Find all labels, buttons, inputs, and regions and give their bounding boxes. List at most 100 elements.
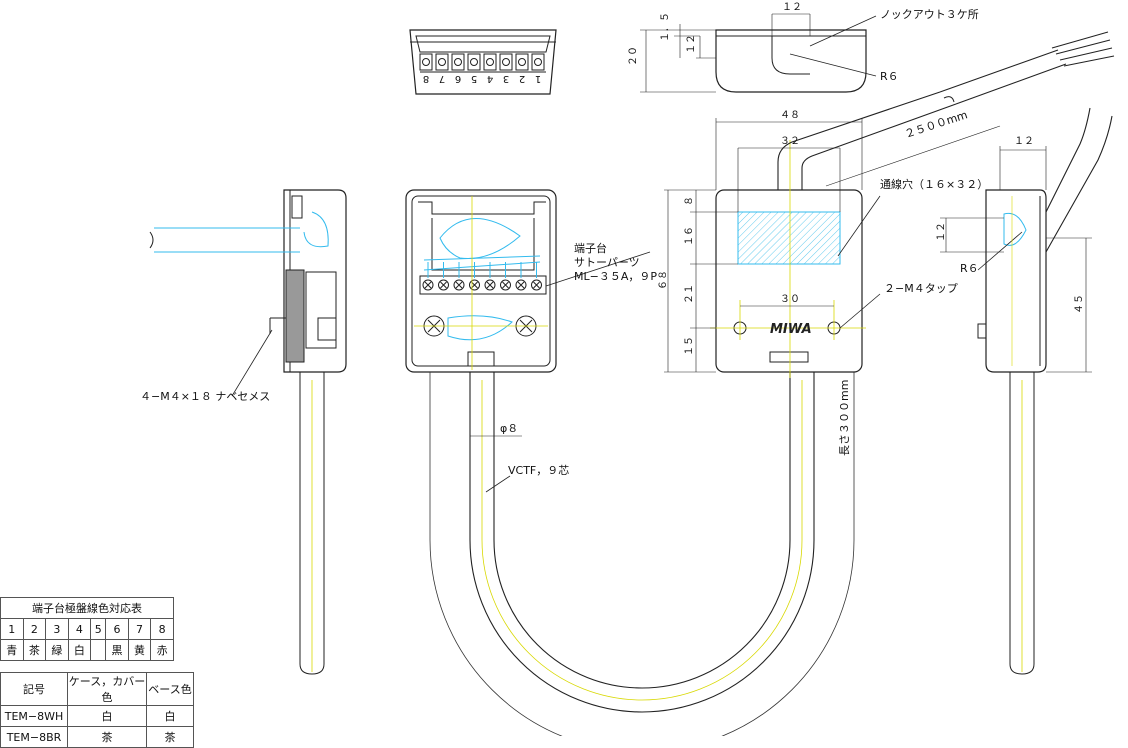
wire-color-cell: 青 (0, 639, 24, 661)
wire-number-cell: 6 (105, 618, 129, 640)
cable-label: VCTF，９芯 (508, 463, 569, 477)
terminal-number: 4 (487, 73, 493, 84)
screw-slot-icon (502, 281, 509, 289)
tap-label: ２−M４タップ (884, 282, 958, 295)
dim-21: ２１ (684, 284, 695, 304)
terminal-screw-icon (438, 279, 449, 291)
front-open-view (405, 189, 651, 373)
knockout-label: ノックアウト３ケ所 (880, 8, 979, 21)
terminal-screw-icon (422, 279, 434, 291)
model-header-row: 記号 ケース，カバー色 ベース色 (0, 672, 194, 706)
dim-8: ８ (684, 196, 695, 206)
terminal-screw-icon (453, 279, 465, 291)
dim-12-side-v: １２ (936, 222, 947, 242)
model-base-color: 茶 (146, 726, 194, 748)
table-row: TEM−8WH 白 白 (0, 705, 194, 727)
screw-label: ４−M４×１８ ナベセメス (140, 390, 270, 403)
model-case-color: 白 (67, 705, 147, 727)
dim-68: ６８ (658, 270, 669, 290)
wire-number-cell: 1 (0, 618, 24, 640)
miwa-logo: MIWA (770, 322, 812, 337)
dim-45: ４５ (1074, 294, 1085, 314)
model-base-color: 白 (146, 705, 194, 727)
dim-12-side: １２ (1014, 136, 1034, 147)
dim-20: ２０ (628, 46, 639, 66)
dim-15: １５ (684, 336, 695, 356)
terminal-number: 2 (519, 73, 525, 84)
knockout-detail (640, 13, 877, 93)
terminal-screw-icon (454, 58, 462, 66)
terminal-screw-icon (500, 279, 511, 291)
wire-table-title: 端子台極盤線色対応表 (0, 597, 174, 619)
left-side-view (149, 189, 347, 675)
dim-48: ４８ (780, 110, 800, 121)
model-case-color: 茶 (67, 726, 147, 748)
wire-color-cell: 緑 (45, 639, 69, 661)
wire-color-cell: 茶 (22, 639, 47, 661)
phi8-label: φ８ (500, 422, 518, 435)
model-header-code: 記号 (0, 672, 68, 706)
screw-slot-icon (440, 281, 447, 289)
terminal-screw-icon (484, 279, 496, 291)
wire-color-cell: 黒 (105, 639, 129, 661)
model-table: 記号 ケース，カバー色 ベース色 TEM−8WH 白 白 TEM−8BR 茶 茶 (0, 672, 194, 748)
dim-1-5: １．５ (660, 12, 671, 42)
table-row: TEM−8BR 茶 茶 (0, 726, 194, 748)
wire-number-cell: 8 (150, 618, 174, 640)
wire-color-row: 青茶緑白黒黄赤 (0, 639, 174, 661)
terminal-screw-icon (470, 58, 478, 66)
wire-number-cell: 4 (67, 618, 92, 640)
screw-slot-icon (471, 281, 478, 289)
terminal-block-label-3: ML−３５A，９P (574, 270, 657, 283)
wire-number-cell: 3 (45, 618, 69, 640)
length-300-label: 長さ３００mm (838, 380, 851, 456)
terminal-slot (451, 53, 465, 71)
length-2500-label: ２５００mm (903, 108, 969, 141)
annotations: ノックアウト３ケ所 R６ ２５００mm 通線穴（１６×３２） 端子台 サトーパー… (140, 2, 1085, 477)
model-header-case: ケース，カバー色 (67, 672, 147, 706)
dim-32: ３２ (780, 136, 800, 147)
wire-color-cell: 白 (67, 639, 92, 661)
wire-number-cell: 2 (22, 618, 47, 640)
terminal-number: 5 (471, 73, 477, 84)
terminal-number: 6 (455, 73, 461, 84)
r6-side-label: R６ (960, 262, 979, 275)
terminal-slot (483, 53, 497, 71)
terminal-number: 3 (503, 73, 509, 84)
main-front-view (664, 31, 1115, 378)
dim-12-top: １２ (782, 2, 802, 13)
terminal-screw-icon (502, 58, 510, 66)
u-cable (429, 372, 855, 736)
through-hole-label: 通線穴（１６×３２） (880, 177, 988, 191)
terminal-screw-icon (422, 58, 430, 66)
terminal-screw-icon (531, 279, 542, 291)
terminal-screw-icon (534, 58, 542, 66)
model-code: TEM−8WH (0, 705, 68, 727)
terminal-block-label-2: サトーパーツ (574, 256, 640, 269)
terminal-slot (515, 53, 529, 71)
wire-number-cell: 5 (90, 618, 107, 640)
terminal-slot (531, 53, 545, 71)
terminal-slot (435, 53, 449, 71)
wire-color-cell (90, 639, 107, 661)
wire-color-cell: 赤 (150, 639, 174, 661)
dim-16: １６ (684, 226, 695, 246)
screw-slot-icon (533, 281, 540, 289)
terminal-slot (419, 53, 433, 71)
r6-top-label: R６ (880, 70, 899, 83)
terminal-screw-icon (518, 58, 526, 66)
terminal-screw-icon (515, 279, 527, 291)
screw-slot-icon (455, 281, 463, 289)
screw-slot-icon (424, 281, 432, 289)
terminal-slot (499, 53, 513, 71)
screw-slot-icon (486, 281, 494, 289)
terminal-number: 8 (423, 73, 429, 84)
terminal-screw-icon (469, 279, 480, 291)
terminal-number: 7 (439, 73, 445, 84)
model-header-base: ベース色 (146, 672, 194, 706)
terminal-slot (467, 53, 481, 71)
